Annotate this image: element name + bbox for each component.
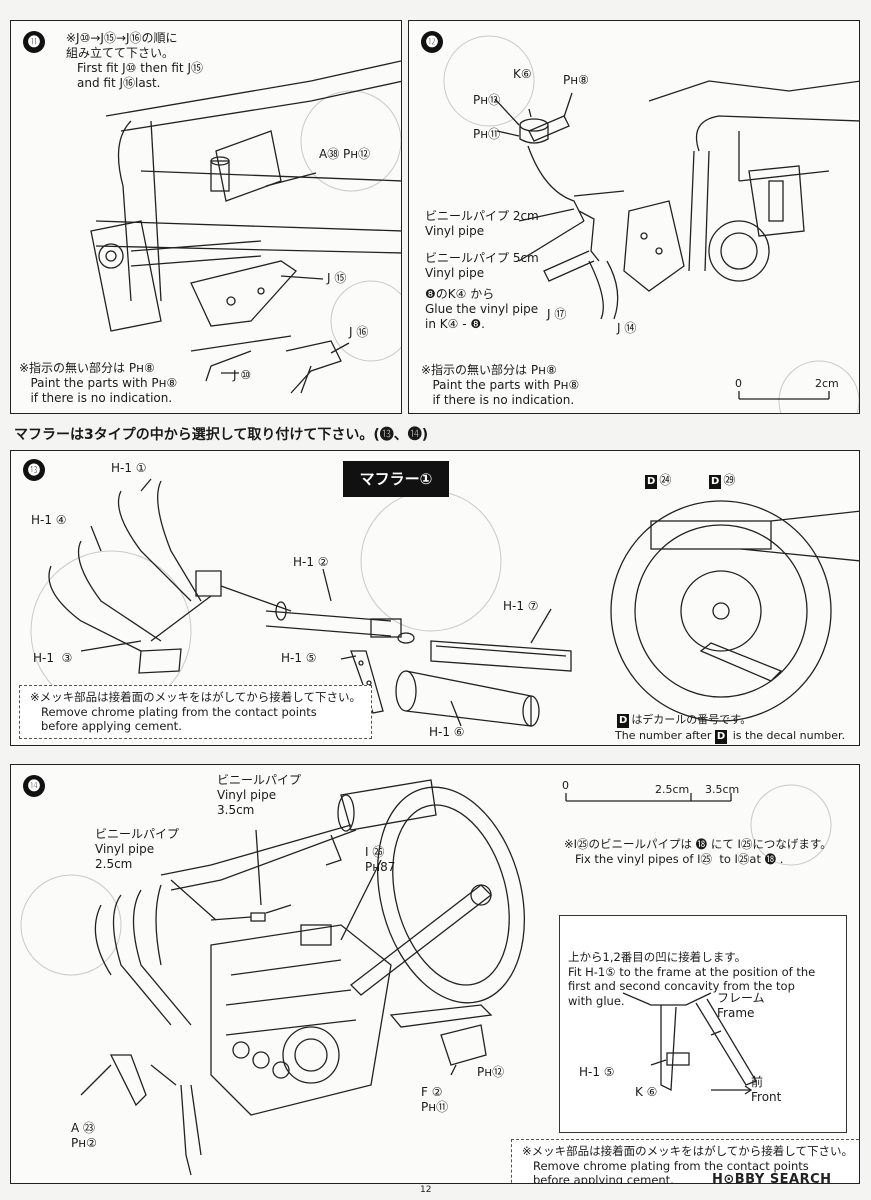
- step-12-panel: ⓬ K⑥ Pн⑧ Pн⑫ Pн⑪ ビニールパイプ 2cm Vinyl pipe …: [408, 20, 860, 414]
- paint-label-ph11: Pн⑪: [473, 127, 501, 141]
- assembly-order-note-en: First fit J⑩ then fit J⑮ and fit J⑯last.: [77, 61, 203, 90]
- hobby-search-watermark: H⊙BBY SEARCH: [712, 1172, 832, 1187]
- chrome-removal-note: ※メッキ部品は接着面のメッキをはがしてから接着して下さい。 Remove chr…: [19, 685, 372, 739]
- part-label-f2: F ② Pн⑪: [421, 1085, 449, 1114]
- step-number-badge: ⓫: [23, 31, 45, 53]
- paint-label-ph12: Pн⑫: [473, 93, 501, 107]
- step-14-panel: ⓮ ビニールパイプ Vinyl pipe 3.5cm ビニールパイプ Vinyl…: [10, 764, 860, 1184]
- paint-label-ph8: Pн⑧: [563, 73, 589, 87]
- step-11-illustration: [90, 60, 401, 394]
- part-label-a38: A㊳ Pн⑫: [319, 147, 371, 161]
- scale-zero: 0: [562, 779, 569, 792]
- vinyl-pipe-5cm-label: ビニールパイプ 5cm Vinyl pipe: [425, 251, 539, 280]
- frame-fit-detail-illustration: [622, 992, 757, 1095]
- step-number-badge: ⓬: [421, 31, 443, 53]
- fit-instruction-note: 上から1,2番目の凹に接着します。 Fit H-1⑤ to the frame …: [568, 950, 816, 1008]
- decal-note-en-post: is the decal number.: [732, 729, 846, 742]
- decal-badge: D: [645, 475, 658, 489]
- part-label-k6: K⑥: [513, 67, 532, 81]
- decal-note-en: The number after D is the decal number.: [615, 729, 845, 744]
- decal-badge: D: [709, 475, 722, 489]
- decal-note-en-pre: The number after: [615, 729, 712, 742]
- part-label-h1-5: H-1 ⑤: [281, 651, 317, 665]
- decal-note-ja-text: はデカールの番号です。: [631, 713, 752, 726]
- part-label-h1-1: H-1 ①: [111, 461, 147, 475]
- frame-fit-detail-box: 上から1,2番目の凹に接着します。 Fit H-1⑤ to the frame …: [559, 915, 847, 1133]
- scale-bar: [738, 391, 830, 400]
- frame-label: フレーム Frame: [717, 991, 765, 1020]
- front-direction-label: 前 Front: [751, 1075, 782, 1104]
- part-label-h1-4: H-1 ④: [31, 513, 67, 527]
- part-label-k6: K ⑥: [635, 1085, 658, 1099]
- vinyl-pipe-25-label: ビニールパイプ Vinyl pipe 2.5cm: [95, 827, 180, 871]
- part-label-h1-5: H-1 ⑤: [579, 1065, 615, 1079]
- part-label-j17: J ⑰: [547, 307, 567, 321]
- glue-vinyl-note: ❽のK④ から Glue the vinyl pipe in K④ - ❽.: [425, 287, 539, 331]
- step-number-badge: ⓭: [23, 459, 45, 481]
- scale-25: 2.5cm: [655, 783, 690, 796]
- paint-note: ※指示の無い部分は Pн⑧ Paint the parts with Pн⑧ i…: [19, 361, 178, 405]
- part-label-h1-7: H-1 ⑦: [503, 599, 539, 613]
- part-label-j15: J ⑮: [327, 271, 347, 285]
- part-label-j16: J ⑯: [349, 325, 369, 339]
- assembly-order-note-ja: ※J⑩→J⑮→J⑯の順に 組み立てて下さい。: [66, 31, 178, 60]
- part-label-j10: J ⑩: [233, 368, 252, 382]
- step-11-panel: ⓫ ※J⑩→J⑮→J⑯の順に 組み立てて下さい。 First fit J⑩ th…: [10, 20, 402, 414]
- decal-badge: D: [617, 714, 630, 728]
- decal-29-number: ㉙: [723, 473, 736, 487]
- part-label-j14: J ⑭: [617, 321, 637, 335]
- paint-label-ph12: Pн⑫: [477, 1065, 505, 1079]
- muffler-type-tag: マフラー①: [343, 461, 449, 497]
- scale-zero: 0: [735, 377, 742, 390]
- step-number-badge: ⓮: [23, 775, 45, 797]
- step-14-illustration: [20, 779, 832, 1176]
- part-label-h1-6: H-1 ⑥: [429, 725, 465, 739]
- paint-note: ※指示の無い部分は Pн⑧ Paint the parts with Pн⑧ i…: [421, 363, 580, 407]
- vinyl-connect-note: ※I㉕のビニールパイプは ⓲ にて I㉕につなげます。 Fix the viny…: [564, 837, 832, 866]
- vinyl-pipe-35-label: ビニールパイプ Vinyl pipe 3.5cm: [217, 773, 302, 817]
- part-label-h1-2: H-1 ②: [293, 555, 329, 569]
- muffler-selection-heading: マフラーは3タイプの中から選択して取り付けて下さい。(⓭、⓮): [14, 427, 429, 443]
- part-label-a23: A ㉓ Pн②: [71, 1121, 97, 1150]
- part-label-i26: I ㉖ Pн87: [365, 845, 396, 874]
- decal-badge: D: [714, 730, 728, 744]
- decal-24-number: ㉔: [659, 473, 672, 487]
- chrome-removal-note: ※メッキ部品は接着面のメッキをはがしてから接着して下さい。 Remove chr…: [511, 1139, 859, 1183]
- scale-end: 2cm: [815, 377, 839, 390]
- step-12-illustration: [443, 35, 859, 413]
- step-13-panel: ⓭ マフラー① H-1 ① H-1 ④ H-1 ③ H-1 ② H-1 ⑦ H-…: [10, 450, 860, 746]
- scale-35: 3.5cm: [705, 783, 740, 796]
- page-number: 12: [420, 1185, 432, 1195]
- vinyl-pipe-2cm-label: ビニールパイプ 2cm Vinyl pipe: [425, 209, 539, 238]
- part-label-h1-3: H-1 ③: [33, 651, 73, 665]
